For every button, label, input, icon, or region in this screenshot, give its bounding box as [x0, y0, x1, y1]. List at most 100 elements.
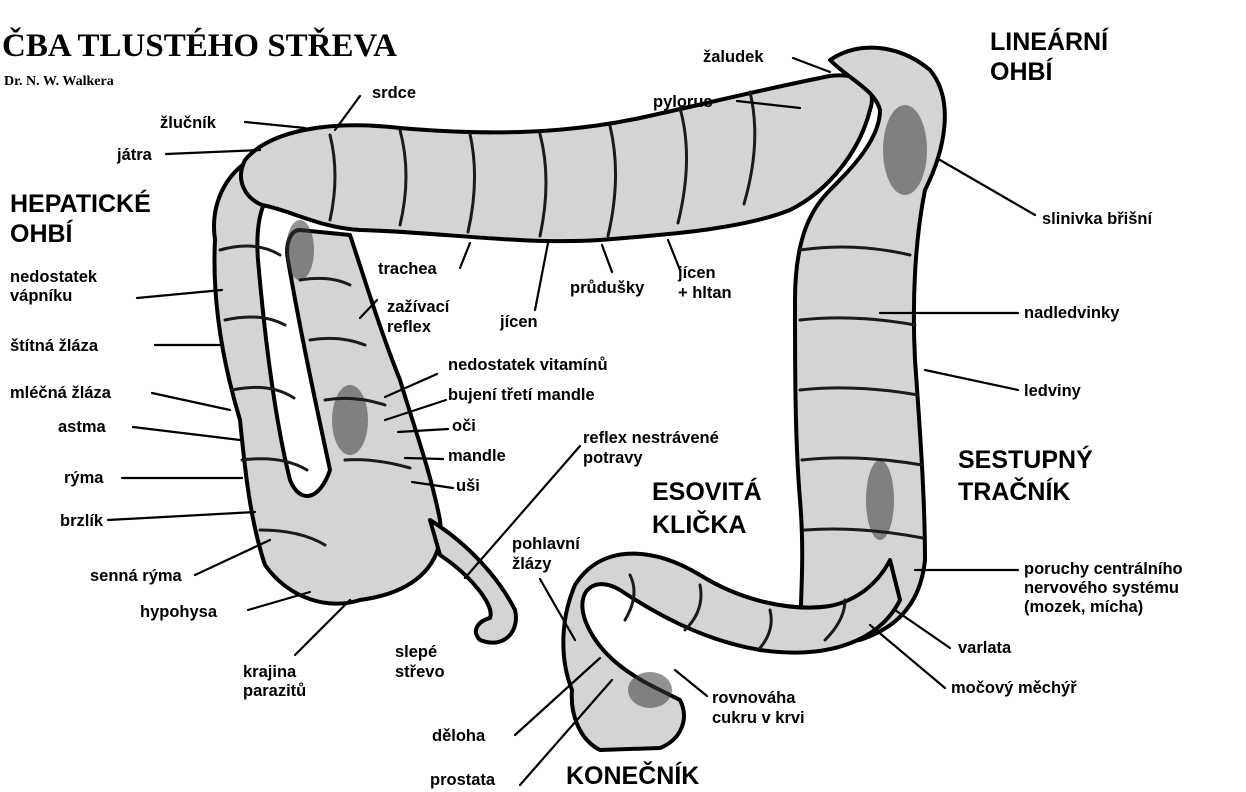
label-line: (mozek, mícha): [1024, 598, 1143, 616]
label-line: slinivka břišní: [1042, 210, 1153, 228]
label-trachea: trachea: [378, 260, 438, 278]
label-line: žaludek: [703, 48, 764, 66]
label-mocovy-mechyr: močový měchýř: [951, 679, 1077, 697]
label-ryma: rýma: [64, 469, 104, 487]
label-line: reflex nestrávené: [583, 429, 719, 447]
label-nadledvinky: nadledvinky: [1024, 304, 1120, 322]
appendix: [430, 520, 516, 643]
label-jicen: jícen: [499, 313, 538, 331]
label-line: SESTUPNÝ: [958, 444, 1093, 474]
label-zlucnik: žlučník: [160, 114, 217, 132]
label-line: oči: [452, 417, 476, 435]
label-nedostatek-vapniku: nedostatekvápníku: [10, 268, 98, 305]
label-line: + hltan: [678, 284, 732, 302]
region-sigmoid: ESOVITÁ KLIČKA: [652, 477, 762, 539]
label-line: střevo: [395, 663, 445, 681]
region-hepatic-flexure: HEPATICKÉOHBÍ: [10, 189, 151, 248]
label-line: reflex: [387, 318, 432, 336]
label-line: senná rýma: [90, 567, 183, 585]
label-line: KLIČKA: [652, 509, 746, 539]
label-line: parazitů: [243, 682, 306, 700]
label-slinivka: slinivka břišní: [1042, 210, 1153, 228]
label-krajina-parazitu: krajinaparazitů: [243, 663, 306, 700]
label-stitna-zlaza: štítná žláza: [10, 337, 99, 355]
label-nedostatek-vitaminu: nedostatek vitamínů: [448, 356, 608, 374]
label-line: cukru v krvi: [712, 709, 805, 727]
label-line: játra: [116, 146, 153, 164]
label-jicen-hltan: jícen + hltan: [677, 264, 732, 302]
label-line: rýma: [64, 469, 104, 487]
label-line: TRAČNÍK: [958, 476, 1071, 506]
label-line: štítná žláza: [10, 337, 99, 355]
label-line: uši: [456, 477, 480, 495]
label-line: průdušky: [570, 279, 645, 297]
label-line: jícen: [499, 313, 538, 331]
label-hypohysa: hypohysa: [140, 603, 218, 621]
label-line: zažívací: [387, 298, 451, 316]
label-line: ESOVITÁ: [652, 477, 762, 506]
label-pylorus: pylorus: [653, 93, 713, 111]
label-line: nadledvinky: [1024, 304, 1120, 322]
label-slepe-strevo: slepé střevo: [395, 643, 445, 681]
label-zazivaci-reflex: zažívací reflex: [387, 298, 451, 336]
label-line: jícen: [677, 264, 716, 282]
label-line: pylorus: [653, 93, 713, 111]
label-oci: oči: [452, 417, 476, 435]
label-line: varlata: [958, 639, 1012, 657]
label-line: trachea: [378, 260, 438, 278]
label-rovnovaha-cukru: rovnováha cukru v krvi: [712, 689, 805, 727]
label-line: KONEČNÍK: [566, 760, 699, 790]
label-line: prostata: [430, 771, 496, 789]
region-rectum: KONEČNÍK: [566, 760, 699, 790]
label-line: žlučník: [160, 114, 217, 132]
label-zaludek: žaludek: [703, 48, 764, 66]
label-line: bujení třetí mandle: [448, 386, 595, 404]
label-varlata: varlata: [958, 639, 1012, 657]
label-line: HEPATICKÉ: [10, 189, 151, 218]
region-splenic-flexure: LINEÁRNÍOHBÍ: [990, 27, 1109, 86]
label-line: slepé: [395, 643, 437, 661]
label-line: srdce: [372, 84, 416, 102]
label-line: potravy: [583, 449, 643, 467]
label-reflex-nestravene: reflex nestrávené potravy: [583, 429, 719, 467]
label-pohlavni-zlazy: pohlavnížlázy: [512, 535, 581, 573]
label-line: pohlavní: [512, 535, 581, 553]
label-line: ledviny: [1024, 382, 1082, 400]
label-line: LINEÁRNÍ: [990, 27, 1109, 56]
label-line: nedostatek vitamínů: [448, 356, 608, 374]
label-deloha: děloha: [432, 727, 486, 745]
label-line: nedostatek: [10, 268, 98, 286]
label-prostata: prostata: [430, 771, 496, 789]
label-line: krajina: [243, 663, 297, 681]
label-brzlik: brzlík: [60, 512, 104, 530]
label-line: děloha: [432, 727, 486, 745]
label-line: poruchy centrálního: [1024, 560, 1183, 578]
label-line: močový měchýř: [951, 679, 1077, 697]
label-mandle: mandle: [448, 447, 506, 465]
label-ledviny: ledviny: [1024, 382, 1082, 400]
label-usi: uši: [456, 477, 480, 495]
label-mlecna-zlaza: mléčná žláza: [10, 384, 112, 402]
label-line: vápníku: [10, 287, 72, 305]
label-jatra: játra: [116, 146, 153, 164]
label-bujeni-mandle: bujení třetí mandle: [448, 386, 595, 404]
label-line: rovnováha: [712, 689, 796, 707]
label-srdce: srdce: [372, 84, 416, 102]
page-subtitle: Dr. N. W. Walkera: [4, 74, 114, 89]
label-line: OHBÍ: [990, 57, 1054, 86]
label-poruchy-cns: poruchy centrálníhonervového systému(moz…: [1024, 560, 1183, 616]
label-line: nervového systému: [1024, 579, 1179, 597]
label-astma: astma: [58, 418, 107, 436]
label-senna-ryma: senná rýma: [90, 567, 183, 585]
label-line: astma: [58, 418, 107, 436]
label-line: hypohysa: [140, 603, 218, 621]
label-line: brzlík: [60, 512, 104, 530]
label-line: mandle: [448, 447, 506, 465]
transverse-colon: [241, 75, 872, 241]
label-line: mléčná žláza: [10, 384, 112, 402]
label-line: OHBÍ: [10, 219, 74, 248]
label-prudusky: průdušky: [570, 279, 645, 297]
page-title: ČBA TLUSTÉHO STŘEVA: [2, 26, 397, 64]
